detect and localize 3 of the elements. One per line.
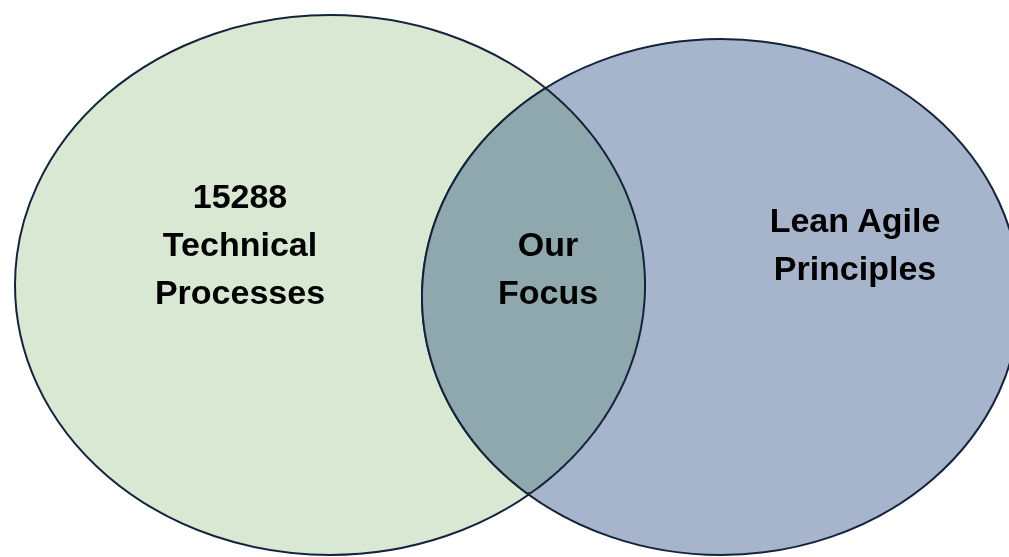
circle-label: Lean Agile Principles [768, 200, 942, 289]
circle-label: Our Focus [496, 224, 600, 313]
circle-label: 15288 Technical Processes [153, 176, 327, 313]
